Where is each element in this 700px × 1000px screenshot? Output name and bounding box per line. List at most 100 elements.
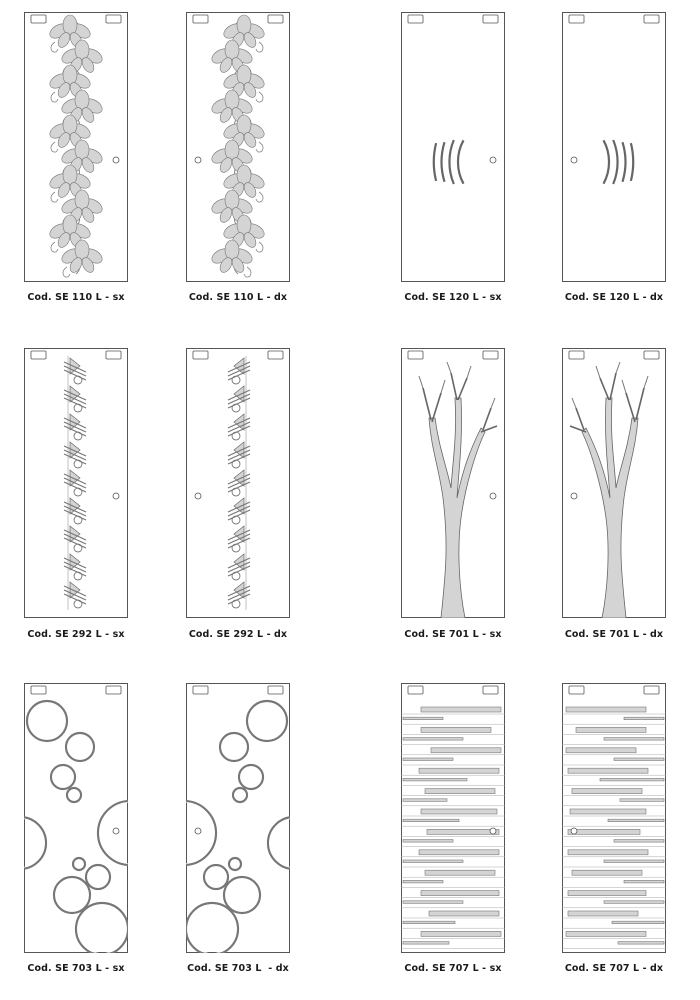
arc-band: [456, 139, 465, 185]
arc-band: [432, 142, 438, 182]
diagonal-band: [227, 589, 251, 601]
tree-twig: [615, 361, 621, 374]
diagonal-band: [227, 449, 251, 461]
door-plate-left: [407, 14, 424, 24]
diagonal-band: [63, 533, 87, 545]
door-drawing: [401, 12, 505, 282]
leaf-cluster: [223, 214, 265, 253]
door-plate-left: [30, 14, 47, 24]
tree-branch: [635, 387, 645, 421]
diagonal-band: [227, 473, 251, 485]
stripe-bar: [567, 890, 647, 896]
door-se292-sx: [24, 348, 128, 618]
door-se707-dx: [562, 683, 666, 953]
door-plate-left: [30, 685, 47, 695]
diagonal-band: [227, 557, 251, 569]
stripe-bar: [402, 880, 444, 884]
diagonal-band: [227, 369, 251, 381]
door-plate-right: [267, 685, 284, 695]
door-plate-right: [643, 685, 660, 695]
door-outline: [24, 683, 128, 953]
diagonal-band: [63, 449, 87, 461]
door-plate-right: [482, 14, 499, 24]
door-code-label: Cod. SE 707 L - sx: [404, 963, 502, 974]
diagonal-band: [63, 473, 87, 485]
door-drawing: [562, 683, 666, 953]
leaf-cluster: [223, 14, 265, 53]
etched-decoration: [432, 139, 466, 185]
diagonal-band: [227, 421, 251, 433]
stripe-bar: [603, 900, 665, 904]
stripe-bar: [571, 869, 643, 876]
door-knob: [194, 492, 202, 500]
tree-twig: [466, 365, 472, 379]
diagonal-band: [227, 565, 251, 577]
door-plate-right: [105, 685, 122, 695]
tree-twig: [595, 365, 601, 379]
stripe-bar: [402, 859, 464, 863]
door-knob: [489, 492, 497, 500]
stripe-bar: [619, 798, 665, 802]
leaf-cluster: [211, 239, 253, 278]
diagonal-band: [227, 361, 251, 373]
door-plate-left: [192, 14, 209, 24]
diagonal-band: [227, 445, 251, 457]
stripe-bar: [567, 910, 639, 917]
tree-branch: [625, 392, 636, 423]
door-code-label: Cod. SE 703 L - sx: [27, 963, 125, 974]
diagonal-band: [227, 425, 251, 437]
stripe-bar: [402, 757, 454, 761]
tree-trunk: [428, 397, 486, 618]
stripe-bar: [402, 920, 456, 924]
door-code-label: Cod. SE 120 L - sx: [404, 292, 502, 303]
circle-ring: [218, 731, 250, 763]
door-se701-sx: [401, 348, 505, 618]
circle-ring: [96, 799, 128, 867]
diagonal-band: [63, 421, 87, 433]
door-knob: [570, 156, 578, 164]
door-drawing: [562, 12, 666, 282]
diagonal-band: [227, 561, 251, 573]
door-se703-sx: [24, 683, 128, 953]
tree-branch: [569, 425, 587, 433]
door-knob: [112, 156, 120, 164]
diagonal-band: [227, 453, 251, 465]
etched-decoration: [186, 699, 290, 953]
door-drawing: [24, 683, 128, 953]
leaf-cluster: [49, 64, 91, 103]
stripe-bar: [418, 767, 500, 774]
diagonal-band: [63, 505, 87, 517]
door-plate-left: [192, 685, 209, 695]
door-knob: [194, 156, 202, 164]
tree-branch: [431, 392, 442, 423]
tree-branch: [450, 372, 458, 401]
circle-ring: [266, 816, 290, 870]
diagonal-band: [227, 505, 251, 517]
door-plate-right: [482, 685, 499, 695]
circle-ring: [186, 901, 240, 953]
door-drawing: [24, 348, 128, 618]
door-drawing: [562, 348, 666, 618]
diagonal-band: [63, 445, 87, 457]
door-code-label: Cod. SE 701 L - sx: [404, 629, 502, 640]
etched-decoration: [562, 706, 666, 949]
stripe-bar: [623, 880, 665, 884]
stripe-bar: [402, 716, 444, 721]
door-knob: [570, 492, 578, 500]
arc-band: [440, 141, 446, 183]
door-code-label: Cod. SE 701 L - dx: [564, 629, 664, 640]
circle-ring: [186, 799, 218, 867]
arc-band: [612, 139, 619, 185]
etched-decoration: [63, 356, 87, 610]
leaf-cluster: [49, 14, 91, 53]
circle-ring: [84, 863, 112, 891]
door-drawing: [186, 12, 290, 282]
stripe-bar: [565, 747, 637, 754]
diagonal-band: [63, 509, 87, 521]
stripe-bar: [607, 818, 665, 822]
door-plate-right: [267, 350, 284, 360]
tree-branch: [599, 377, 610, 401]
stripe-bar: [430, 747, 502, 754]
diagonal-band: [63, 365, 87, 377]
etched-decoration: [49, 14, 103, 278]
